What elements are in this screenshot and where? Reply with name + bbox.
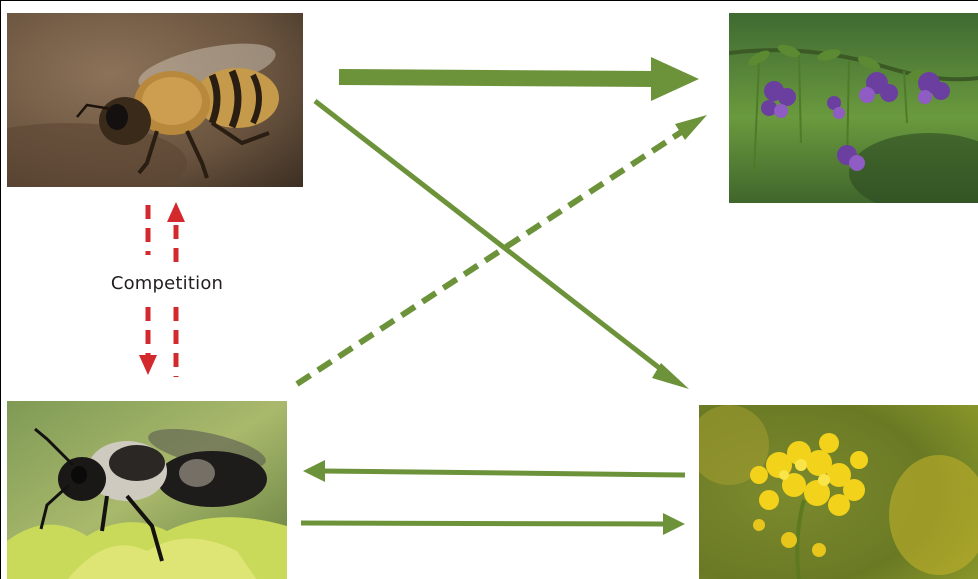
arrow-mining-bee-to-purple-flowers <box>297 115 707 384</box>
arrow-honeybee-to-purple-flowers <box>339 57 699 101</box>
arrow-honeybee-to-yellow-flowers <box>315 101 689 389</box>
competition-label: Competition <box>97 273 237 294</box>
arrow-mining-bee-to-yellow-flowers <box>301 513 685 535</box>
arrow-yellow-flowers-to-mining-bee <box>303 460 685 482</box>
